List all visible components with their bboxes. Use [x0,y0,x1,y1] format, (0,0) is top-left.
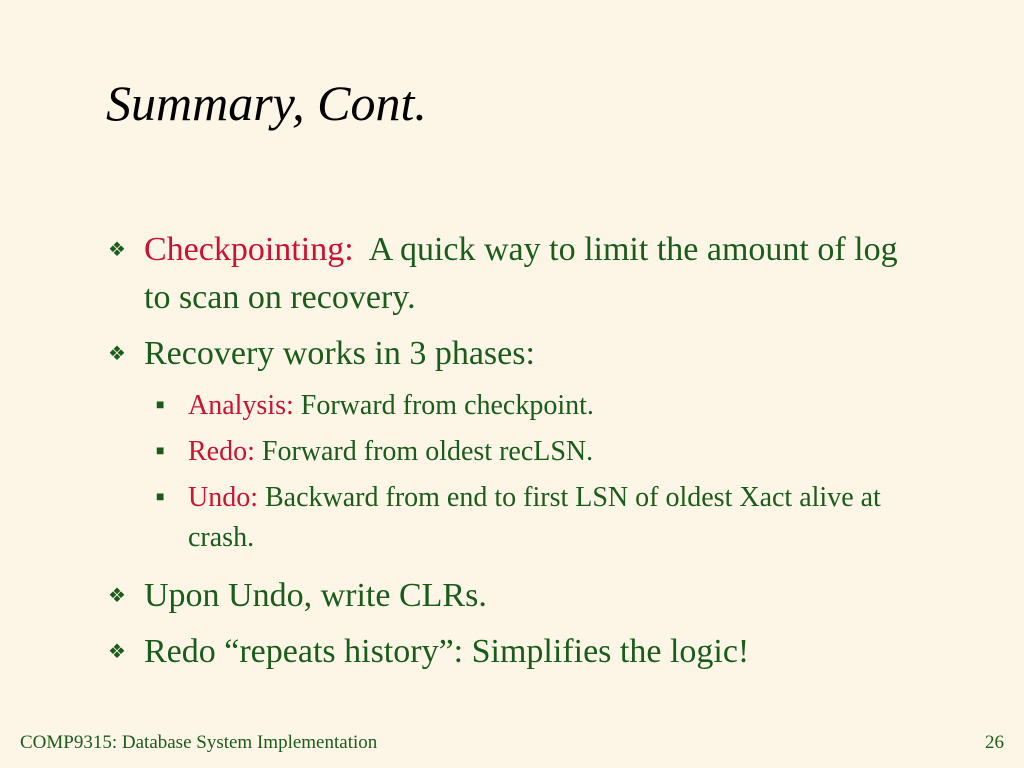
sub-bullet-undo: ■ Undo: Backward from end to first LSN o… [104,478,924,558]
footer-page-number: 26 [985,732,1004,753]
diamond-dots-icon: ❖ [108,343,126,365]
bullet-text: Upon Undo, write CLRs. [144,577,487,614]
footer-course-title: COMP9315: Database System Implementation [20,732,378,753]
bullet-checkpointing: ❖ Checkpointing: A quick way to limit th… [104,226,924,322]
sub-bullet-text: Forward from checkpoint. [293,390,594,421]
bullet-recovery-phases: ❖ Recovery works in 3 phases: [104,330,924,378]
sub-bullet-highlight: Undo: [188,482,258,513]
sub-bullet-redo: ■ Redo: Forward from oldest recLSN. [104,432,924,472]
square-bullet-icon: ■ [156,490,165,505]
bullet-upon-undo: ❖ Upon Undo, write CLRs. [104,572,924,620]
bullet-text: Recovery works in 3 phases: [144,335,535,372]
sub-bullet-text: Backward from end to first LSN of oldest… [188,482,888,553]
sub-bullet-highlight: Redo: [188,436,255,467]
diamond-dots-icon: ❖ [108,239,126,261]
diamond-dots-icon: ❖ [108,585,126,607]
square-bullet-icon: ■ [156,398,165,413]
diamond-dots-icon: ❖ [108,641,126,663]
bullet-redo-history: ❖ Redo “repeats history”: Simplifies the… [104,628,924,676]
square-bullet-icon: ■ [156,444,165,459]
slide-title: Summary, Cont. [106,75,427,131]
sub-bullet-text: Forward from oldest recLSN. [254,436,594,467]
bullet-text: A quick way to limit the amount of log t… [144,231,907,316]
slide-content: ❖ Checkpointing: A quick way to limit th… [104,226,924,684]
bullet-text: Redo “repeats history”: Simplifies the l… [144,633,750,670]
sub-bullet-analysis: ■ Analysis: Forward from checkpoint. [104,386,924,426]
bullet-highlight: Checkpointing: [144,231,354,268]
sub-bullet-highlight: Analysis: [188,390,294,421]
